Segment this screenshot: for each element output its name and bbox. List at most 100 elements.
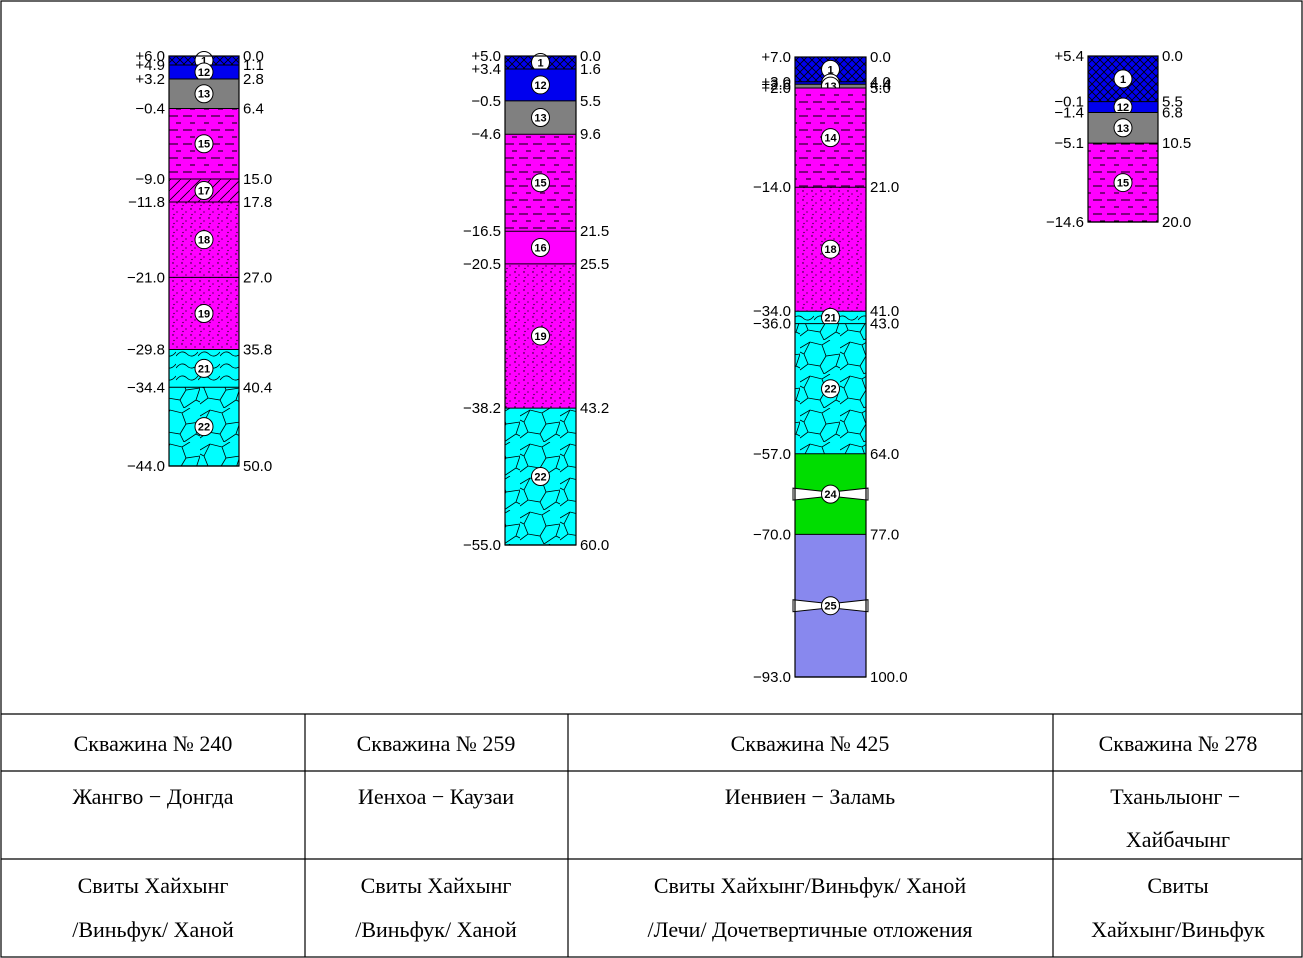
layer-12: 12 −0.1 5.5 [1054,94,1183,117]
layer-number-badge: 18 [194,230,214,250]
badge-circle [194,417,214,437]
depth-label: 43.0 [870,316,899,333]
layer-number: 13 [1117,123,1129,135]
layer-number: 22 [824,384,836,396]
location-278: Тханьлыонг − Хайбачынг [1110,784,1246,852]
bottom-depth-label: 60.0 [580,537,609,554]
depth-label: 5.5 [1162,94,1183,111]
absolute-elevation-label: +3.2 [135,71,165,88]
layer-number-badge: 25 [821,596,840,616]
badge-circle [821,128,840,148]
layer-number: 19 [198,308,210,320]
layer-number-badge: 13 [1113,118,1133,138]
layer-number: 14 [824,133,837,145]
layer-22: 22 −34.4 40.4 [127,379,272,466]
absolute-elevation-label: −29.8 [127,342,165,359]
absolute-elevation-label: +3.4 [471,61,501,78]
badge-circle [1113,173,1133,193]
absolute-elevation-label: −34.0 [753,303,791,320]
table-formation-row: Свиты Хайхынг /Виньфук/ Ханой Свиты Хайх… [72,873,1265,942]
borehole-name-259: Скважина № 259 [357,731,516,756]
location-278-line-1: Тханьлыонг − [1110,784,1240,809]
layer-12: 12 +4.9 1.1 [135,57,264,82]
badge-circle [821,484,840,504]
depth-label: 40.4 [243,379,272,396]
depth-label: 4.4 [870,76,891,93]
bottom-elevation-label: −93.0 [753,669,791,686]
location-259: Иенхоа − Каузаи [358,784,514,809]
badge-circle [194,180,214,200]
absolute-elevation-label: −16.5 [463,223,501,240]
depth-label: 6.4 [243,100,264,117]
layer-number: 22 [198,422,210,434]
depth-label: 77.0 [870,526,899,543]
badge-circle [531,173,550,193]
formations-278-line-2: Хайхынг/Виньфук [1091,917,1265,942]
depth-label: 1.1 [243,57,264,74]
layer-number-badge: 17 [194,180,214,200]
layer-number-badge: 13 [531,108,550,128]
depth-label: 5.0 [870,80,891,97]
layer-number-badge: 22 [531,467,550,487]
layer-number: 17 [198,185,210,197]
depth-label: 5.5 [580,93,601,110]
layer-number: 12 [1117,102,1129,114]
badge-circle [531,238,550,258]
depth-label: 15.0 [243,171,272,188]
borehole-column: 1+7.00.012+3.04.013+2.64.414+2.05.018−14… [753,49,908,686]
badge-circle [821,379,840,399]
bottom-depth-label: 100.0 [870,669,908,686]
layer-number-badge: 19 [194,303,214,323]
badge-circle [531,108,550,128]
layer-number: 22 [534,472,546,484]
layer-number-badge: 12 [194,62,214,82]
layer-number: 16 [534,243,546,255]
depth-label: 0.0 [1162,48,1183,65]
layer-number: 15 [1117,178,1129,190]
depth-label: 21.0 [870,179,899,196]
absolute-elevation-label: −0.4 [135,100,165,117]
depth-label: 17.8 [243,194,272,211]
layer-number: 21 [198,363,210,375]
layer-number-badge: 24 [821,484,840,504]
badge-circle [531,467,550,487]
absolute-elevation-label: −34.4 [127,379,165,396]
formations-425-line-2: /Лечи/ Дочетвертичные отложения [648,917,973,942]
absolute-elevation-label: +4.9 [135,57,165,74]
layer-number: 13 [534,113,546,125]
absolute-elevation-label: +5.4 [1054,48,1084,65]
absolute-elevation-label: −0.1 [1054,94,1084,111]
layer-number: 25 [824,601,836,613]
badge-circle [194,134,214,154]
layer-number: 1 [537,58,543,70]
layer-number-badge: 21 [194,358,214,378]
absolute-elevation-label: −1.4 [1054,104,1084,121]
absolute-elevation-label: −20.5 [463,256,501,273]
badge-circle [1113,69,1133,89]
borehole-name-240: Скважина № 240 [74,731,233,756]
depth-label: 9.6 [580,126,601,143]
badge-circle [531,326,550,346]
formations-278-line-1: Свиты [1147,873,1208,898]
absolute-elevation-label: +2.0 [761,80,791,97]
badge-circle [821,239,840,259]
table-location-row: Жангво − Донгда Иенхоа − Каузаи Иенвиен … [72,784,1246,852]
layer-number: 12 [534,80,546,92]
borehole-name-425: Скважина № 425 [731,731,890,756]
layer-number: 1 [201,56,207,68]
